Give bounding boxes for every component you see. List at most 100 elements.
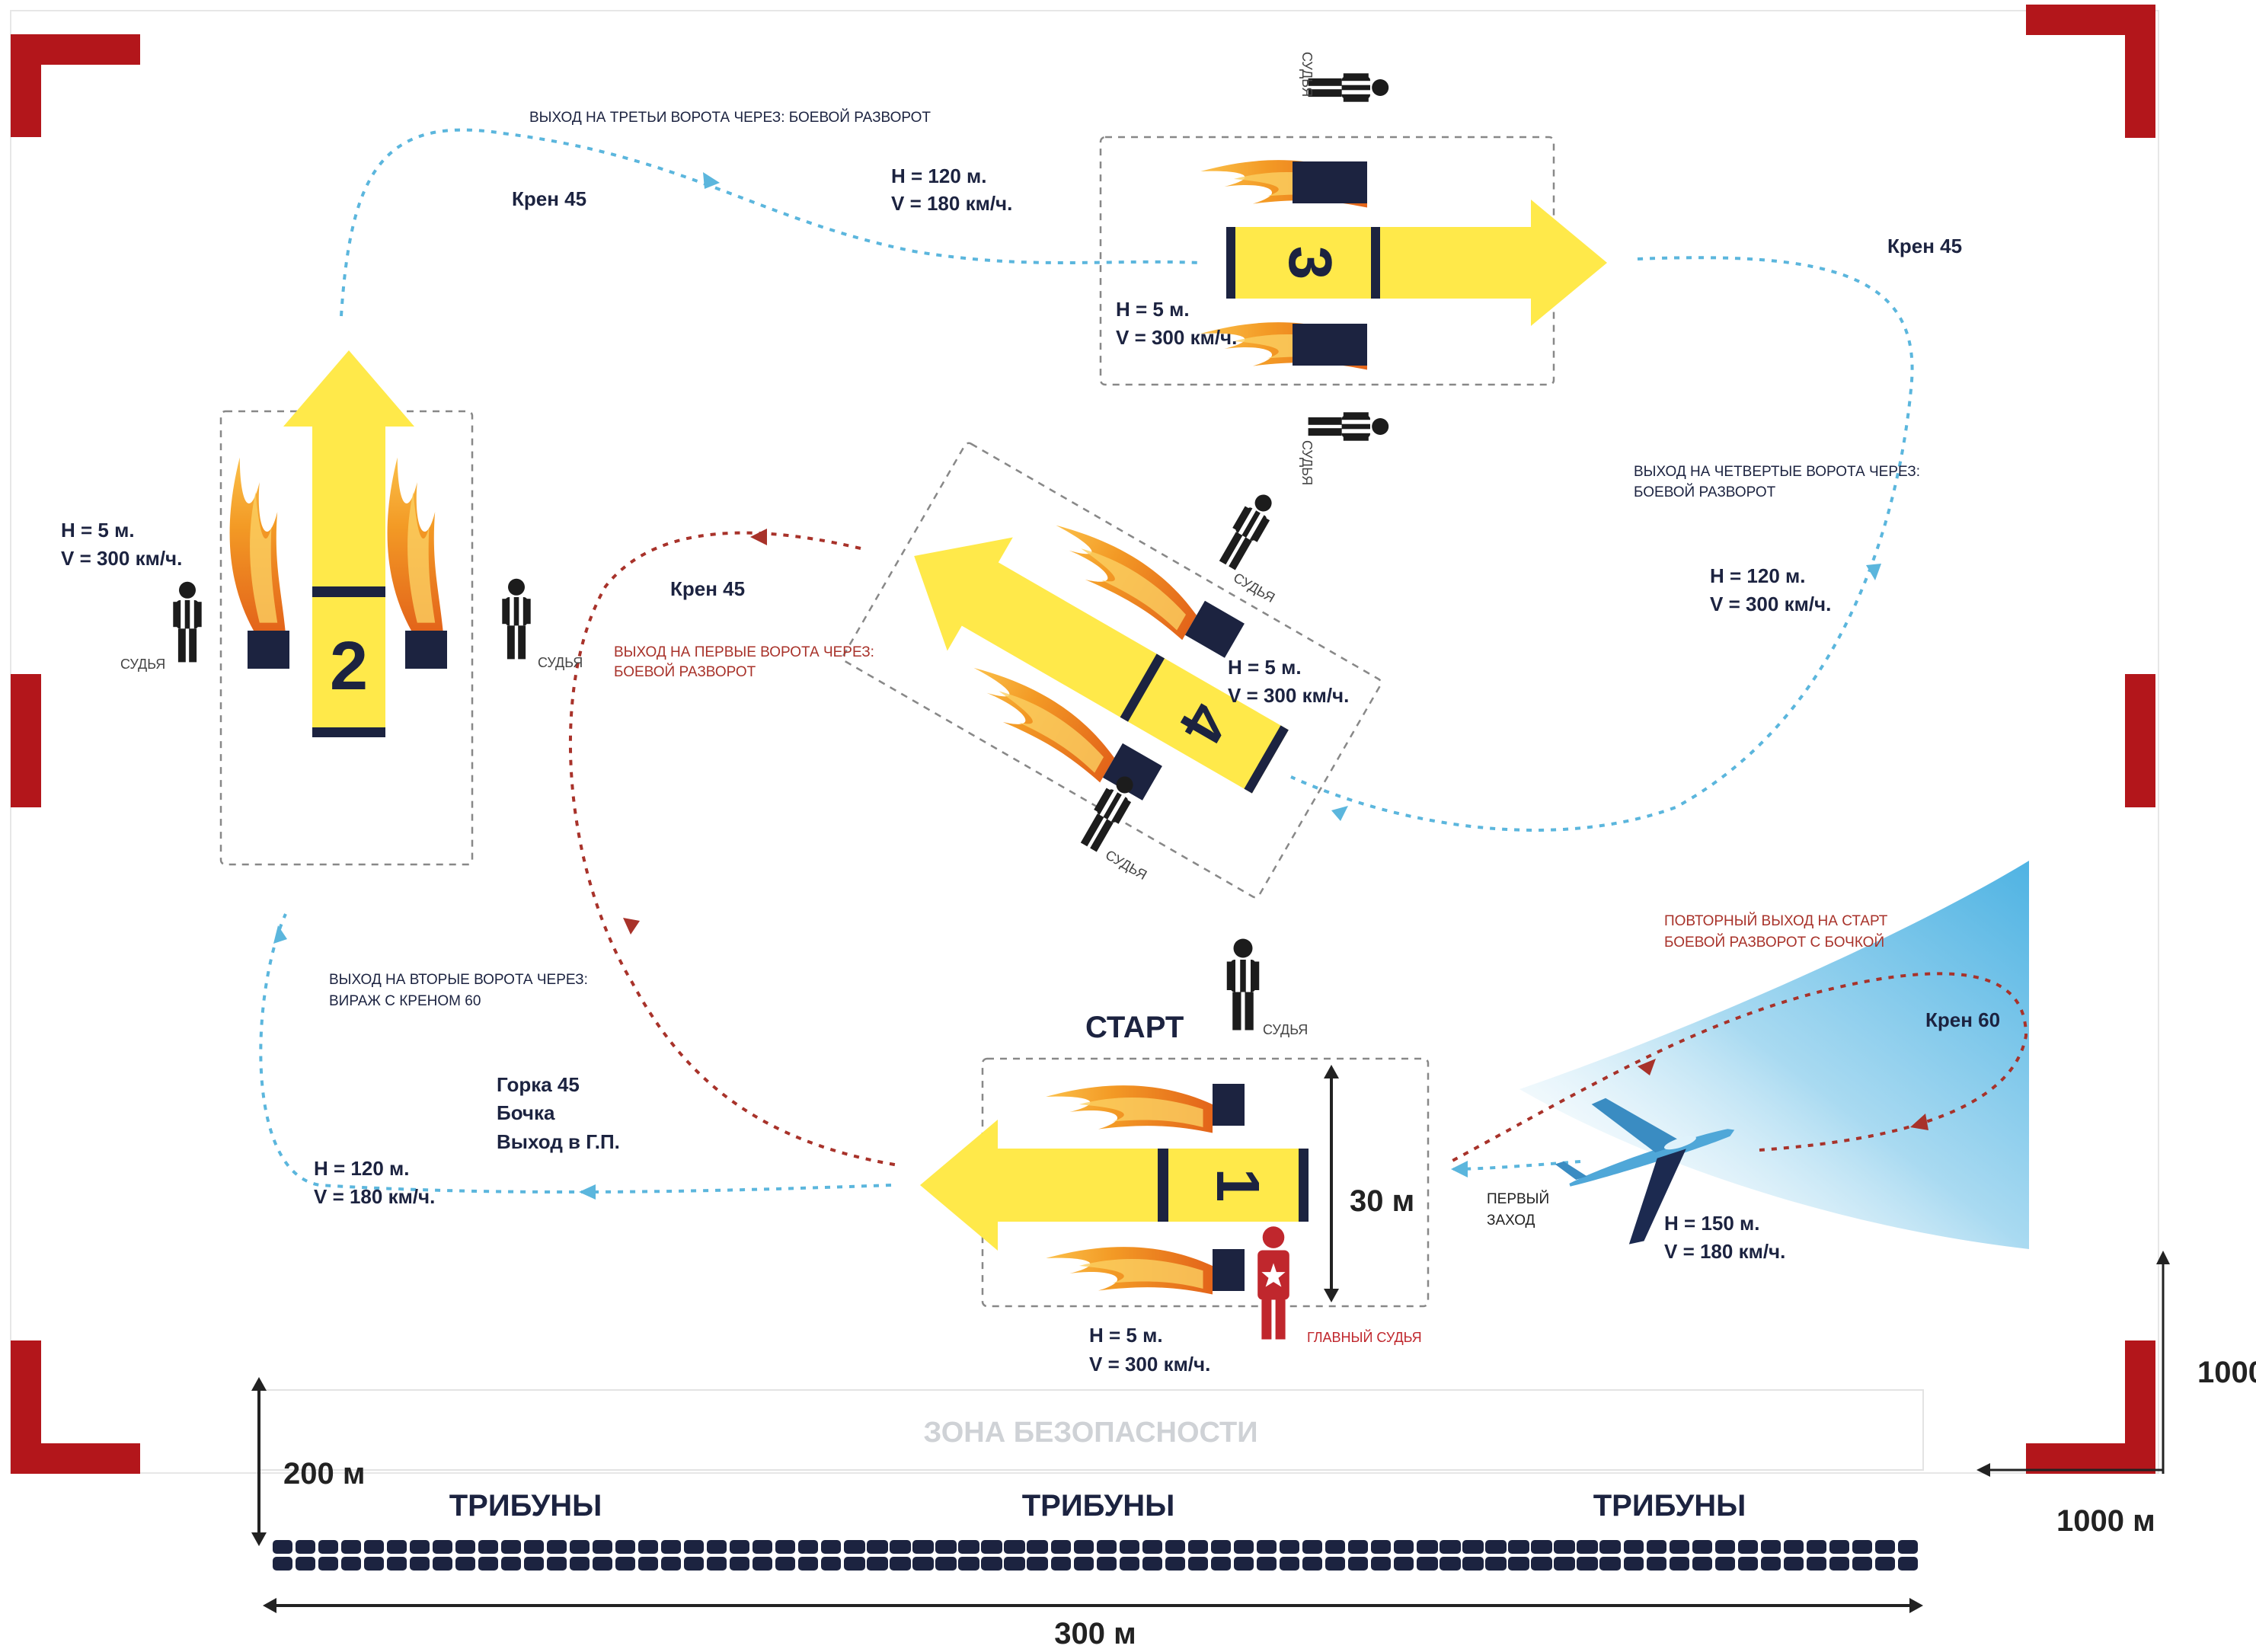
route-label: Крен 45	[512, 187, 586, 210]
stand-seat	[1464, 1540, 1484, 1554]
path-gate4-to-start	[568, 531, 900, 1167]
stand-seat	[960, 1540, 979, 1554]
stand-label: ТРИБУНЫ	[1593, 1489, 1746, 1523]
stand-seat	[318, 1557, 338, 1571]
stand-seat	[707, 1557, 727, 1571]
corner-marker	[11, 1443, 140, 1474]
stand-seat	[387, 1557, 407, 1571]
route-label: ВЫХОД НА ЧЕТВЕРТЫЕ ВОРОТА ЧЕРЕЗ:	[1634, 464, 1920, 480]
stand-seat	[845, 1557, 865, 1571]
stand-seat	[1784, 1540, 1804, 1554]
stand-seat	[798, 1557, 818, 1571]
chief-judge-icon	[1257, 1226, 1289, 1340]
gate-1-arrow	[920, 1120, 1309, 1251]
stand-seat	[1647, 1557, 1666, 1571]
stand-seat	[341, 1557, 361, 1571]
stand-seat	[387, 1540, 407, 1554]
stand-seat	[1761, 1540, 1781, 1554]
chief-judge-label: ГЛАВНЫЙ СУДЬЯ	[1307, 1329, 1422, 1345]
stand-seat	[1875, 1557, 1895, 1571]
route-label: Горка 45	[497, 1073, 580, 1096]
stand-seat	[1898, 1540, 1918, 1554]
stand-seat	[1005, 1540, 1025, 1554]
stand-seat	[914, 1540, 934, 1554]
stand-seat	[1028, 1540, 1048, 1554]
stand-seat	[1898, 1557, 1918, 1571]
stand-seat	[1601, 1557, 1621, 1571]
stand-seat	[570, 1557, 590, 1571]
stand-seat	[1441, 1557, 1461, 1571]
stand-seat	[1829, 1540, 1849, 1554]
route-label: V = 180 км/ч.	[314, 1185, 435, 1208]
stand-seat	[433, 1557, 452, 1571]
gate-3-pylon	[1293, 324, 1367, 366]
stand-seat	[1487, 1557, 1507, 1571]
stand-seat	[433, 1540, 452, 1554]
corner-marker	[2125, 5, 2155, 138]
route-label: V = 180 км/ч.	[891, 192, 1012, 215]
stand-seat	[1670, 1557, 1689, 1571]
judge-label: СУДЬЯ	[1299, 52, 1315, 97]
stand-seat	[1578, 1557, 1598, 1571]
stand-seat	[1555, 1540, 1575, 1554]
stand-seat	[1692, 1557, 1712, 1571]
route-label: V = 300 км/ч.	[1710, 593, 1831, 615]
stand-seat	[478, 1557, 498, 1571]
stand-seat	[1165, 1540, 1185, 1554]
stand-seat	[638, 1557, 658, 1571]
stand-seat	[364, 1557, 384, 1571]
stand-seat	[707, 1540, 727, 1554]
stand-seat	[1371, 1540, 1391, 1554]
route-label: H = 150 м.	[1664, 1212, 1759, 1235]
stand-seat	[1005, 1557, 1025, 1571]
stand-seat	[1670, 1540, 1689, 1554]
judge-label: СУДЬЯ	[1263, 1022, 1308, 1037]
gate-1-number: 1	[1204, 1168, 1272, 1203]
stand-seat	[501, 1557, 521, 1571]
gate-2-number: 2	[330, 628, 368, 705]
stand-seat	[868, 1540, 888, 1554]
judge-label: СУДЬЯ	[1231, 570, 1277, 606]
stand-seat	[891, 1540, 911, 1554]
gate-1-zone	[981, 1057, 1430, 1308]
stand-seat	[821, 1540, 841, 1554]
stand-seat	[1257, 1557, 1277, 1571]
plane-icon	[1555, 1098, 1735, 1245]
gate-3-speed: V = 300 км/ч.	[1116, 326, 1237, 349]
stand-seat	[478, 1540, 498, 1554]
stand-seat	[1829, 1557, 1849, 1571]
route-label: H = 120 м.	[891, 165, 986, 187]
gate-4: 4	[842, 442, 1382, 899]
stand-seat	[1097, 1540, 1117, 1554]
gate-4-speed: V = 300 км/ч.	[1228, 684, 1349, 707]
stand-seat	[1074, 1557, 1094, 1571]
gate-3-altitude: H = 5 м.	[1116, 298, 1190, 321]
stand-seat	[1394, 1540, 1414, 1554]
stand-seat	[1142, 1540, 1162, 1554]
stand-seat	[1325, 1557, 1345, 1571]
stand-seat	[1715, 1540, 1735, 1554]
gate-2-pylon	[248, 631, 289, 669]
route-label: Крен 45	[670, 577, 745, 600]
stand-seat	[1692, 1540, 1712, 1554]
gate-4-pylon	[1184, 600, 1245, 658]
stand-seat	[1165, 1557, 1185, 1571]
stand-seat	[1188, 1557, 1208, 1571]
corner-marker	[11, 34, 140, 65]
gate-3-arrow	[1226, 200, 1607, 326]
stand-seats	[273, 1540, 1918, 1571]
stand-seat	[937, 1540, 957, 1554]
sky-area	[1519, 861, 2029, 1249]
gate-2-altitude: H = 5 м.	[61, 519, 135, 542]
stand-seat	[821, 1557, 841, 1571]
stand-seat	[798, 1540, 818, 1554]
stand-seat	[547, 1557, 567, 1571]
stand-seat	[684, 1540, 704, 1554]
judge-icon	[1226, 938, 1260, 1031]
stand-seat	[1510, 1540, 1529, 1554]
stand-seat	[296, 1540, 315, 1554]
gate-4-zone	[842, 442, 1382, 899]
route-label: БОЕВОЙ РАЗВОРОТ	[1634, 484, 1776, 500]
stand-seat	[983, 1557, 1002, 1571]
corner-marker	[2125, 674, 2155, 807]
